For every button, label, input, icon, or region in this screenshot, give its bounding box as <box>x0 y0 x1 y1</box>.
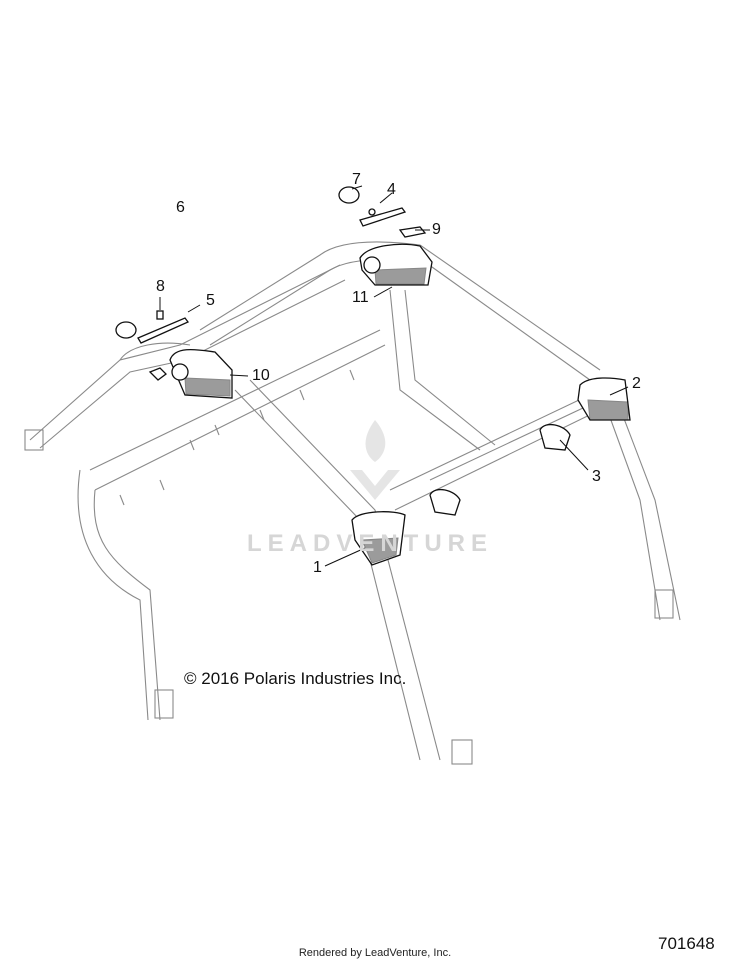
part-5-bracket <box>137 317 190 344</box>
leader-lines <box>159 185 629 567</box>
callout-2: 2 <box>632 375 641 392</box>
callout-4: 4 <box>387 181 396 198</box>
callout-10: 10 <box>252 367 270 384</box>
callout-8: 8 <box>156 278 165 295</box>
watermark-text: LEADVENTURE <box>247 530 494 557</box>
callout-9: 9 <box>432 221 441 238</box>
part-7-o-ring <box>338 186 360 204</box>
roll-cage-frame <box>24 241 681 765</box>
part-11-corner-cap <box>359 243 433 286</box>
part-9-clip <box>398 226 427 238</box>
callout-6: 6 <box>176 199 185 216</box>
part-1-corner-cap <box>351 511 406 566</box>
callout-3: 3 <box>592 468 601 485</box>
part-2-corner-cap <box>577 377 631 421</box>
part-6-o-ring <box>115 321 137 339</box>
copyright-notice: © 2016 Polaris Industries Inc. <box>184 669 407 688</box>
part-10-corner-cap <box>148 348 233 399</box>
callout-11: 11 <box>352 289 369 306</box>
diagram-id: 701648 <box>658 934 715 953</box>
callout-5: 5 <box>206 292 215 309</box>
rendered-by-footer: Rendered by LeadVenture, Inc. <box>298 947 452 959</box>
part-3-clamps <box>429 423 571 516</box>
watermark-logo <box>350 420 400 500</box>
part-8-screw <box>156 310 164 320</box>
part-4-bracket <box>359 207 407 227</box>
callout-7: 7 <box>352 171 361 188</box>
callout-1: 1 <box>313 559 322 576</box>
